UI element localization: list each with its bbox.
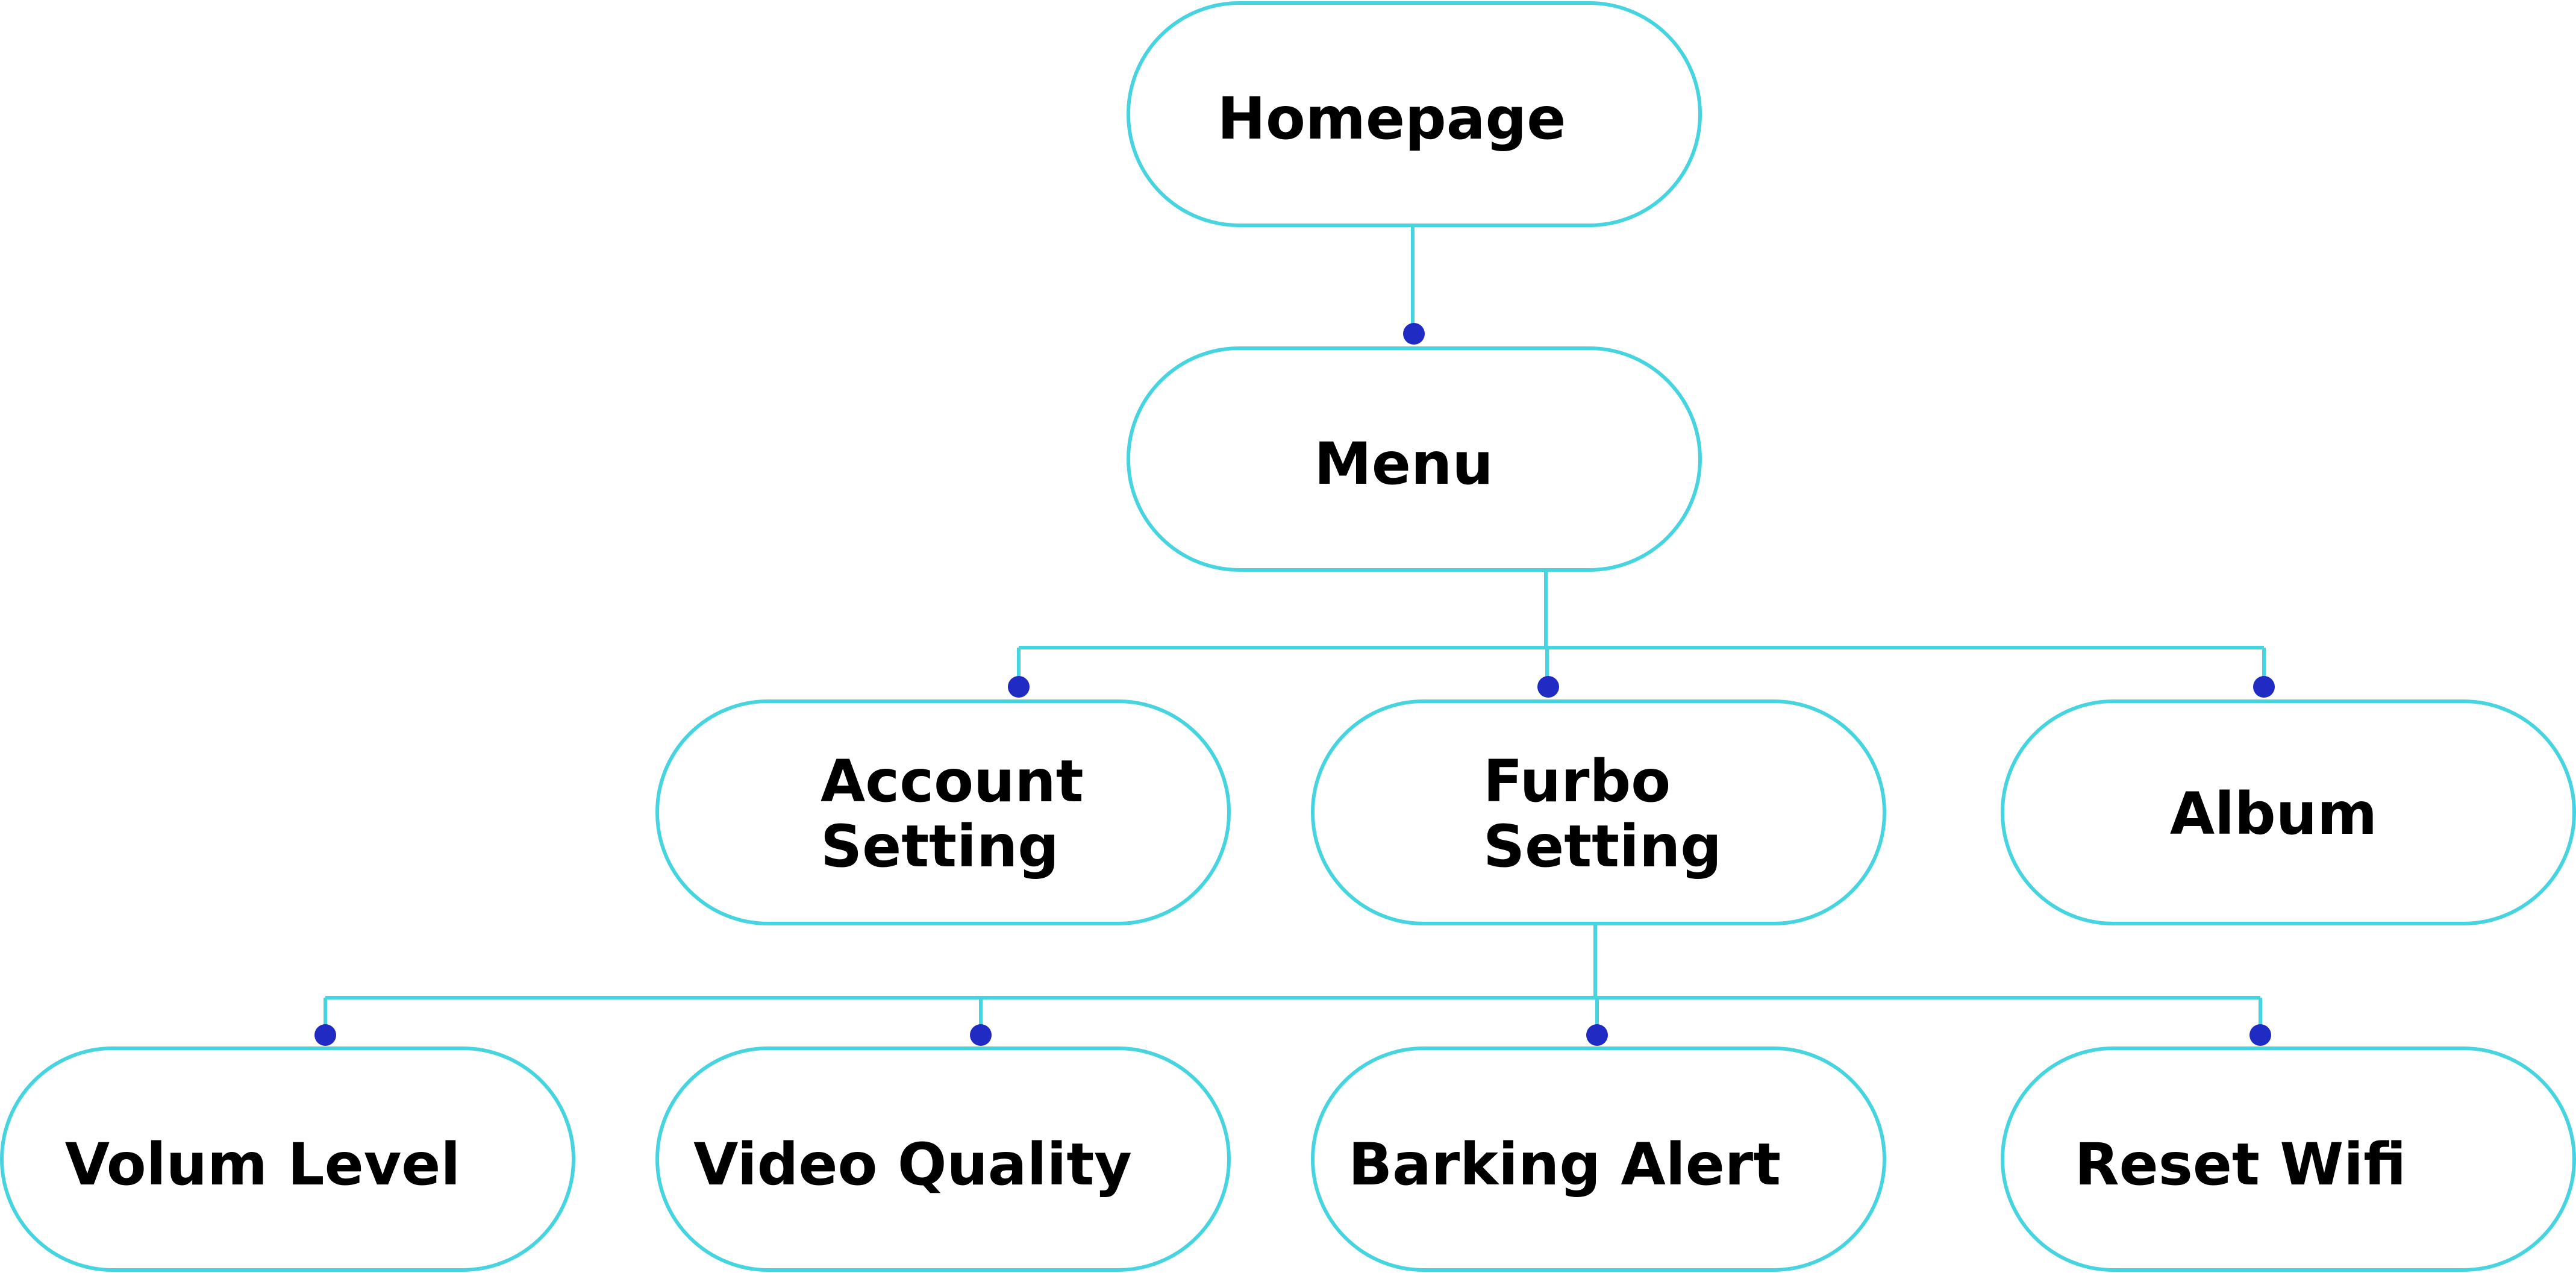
- node-label: Account: [821, 748, 1084, 815]
- node-label: Reset Wifi: [2075, 1131, 2407, 1198]
- node-album[interactable]: Album: [2001, 699, 2576, 925]
- node-label: Video Quality: [693, 1131, 1132, 1198]
- node-menu[interactable]: Menu: [1127, 346, 1702, 572]
- connector-dot: [970, 1024, 992, 1046]
- connector-dot: [1586, 1024, 1608, 1046]
- node-label: Volum Level: [65, 1131, 461, 1198]
- node-label: Homepage: [1218, 85, 1566, 152]
- node-homepage[interactable]: Homepage: [1127, 1, 1702, 227]
- connector-dot: [2249, 1024, 2271, 1046]
- node-volum-level[interactable]: Volum Level: [0, 1046, 575, 1272]
- connectors: [314, 225, 2275, 1046]
- node-label: Setting: [821, 813, 1059, 880]
- node-video-quality[interactable]: Video Quality: [655, 1046, 1231, 1272]
- connector-dot: [1403, 323, 1425, 345]
- node-account-setting[interactable]: Account Setting: [655, 699, 1231, 925]
- node-reset-wifi[interactable]: Reset Wifi: [2001, 1046, 2576, 1272]
- node-barking-alert[interactable]: Barking Alert: [1311, 1046, 1886, 1272]
- node-label: Menu: [1314, 430, 1493, 498]
- node-label: Barking Alert: [1348, 1131, 1781, 1198]
- connector-dot: [2253, 676, 2275, 698]
- node-furbo-setting[interactable]: Furbo Setting: [1311, 699, 1886, 925]
- connector-dot: [1008, 676, 1030, 698]
- connector-dot: [1537, 676, 1559, 698]
- node-label: Album: [2170, 780, 2377, 848]
- connector-dot: [314, 1024, 336, 1046]
- node-label: Furbo: [1483, 748, 1671, 815]
- node-label: Setting: [1483, 813, 1722, 880]
